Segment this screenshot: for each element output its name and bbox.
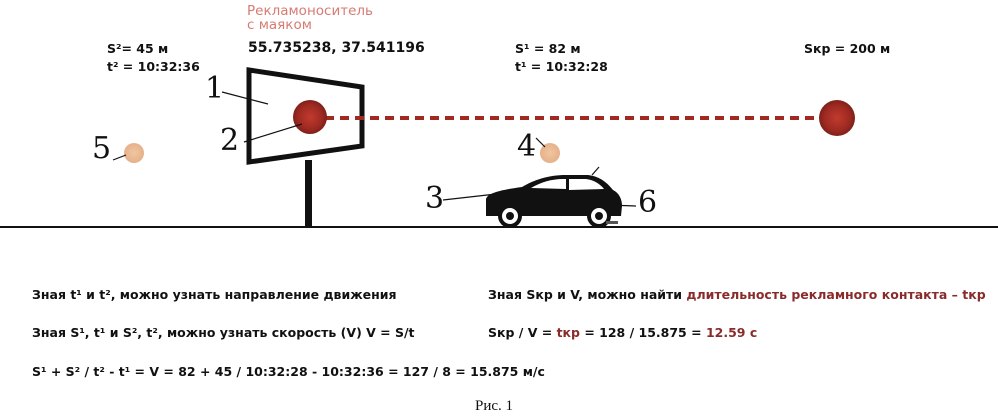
figure-caption: Рис. 1 bbox=[475, 398, 513, 415]
text-formula: S¹ + S² / t² - t¹ = V = 82 + 45 / 10:32:… bbox=[32, 364, 545, 379]
skr-label: Sкр = 200 м bbox=[804, 41, 890, 56]
leader-5 bbox=[113, 155, 126, 160]
text-formula-prefix: Sкр / V = bbox=[488, 325, 557, 340]
ref-number-2: 2 bbox=[220, 126, 239, 156]
text-formula-result: 12.59 с bbox=[706, 325, 757, 340]
billboard-coords: 55.735238, 37.541196 bbox=[248, 40, 425, 56]
beacon-dot bbox=[293, 100, 327, 134]
position-5-dot bbox=[124, 143, 144, 163]
ref-number-5: 5 bbox=[92, 134, 111, 164]
car-icon bbox=[486, 167, 622, 228]
s2-label: S²= 45 м bbox=[107, 41, 168, 56]
leader-4 bbox=[536, 138, 545, 147]
text-contact-accent: длительность рекламного контакта – tкр bbox=[686, 287, 985, 302]
critical-distance-dot bbox=[819, 100, 855, 136]
text-contact-formula: Sкр / V = tкр = 128 / 15.875 = 12.59 с bbox=[488, 325, 757, 340]
ref-number-3: 3 bbox=[425, 184, 444, 214]
s1-label: S¹ = 82 м bbox=[515, 41, 581, 56]
text-formula-tkr: tкр bbox=[557, 325, 580, 340]
billboard-caption-line2: с маяком bbox=[247, 18, 312, 33]
t2-label: t² = 10:32:36 bbox=[107, 59, 200, 74]
text-speed: Зная S¹, t¹ и S², t², можно узнать скоро… bbox=[32, 325, 415, 340]
t1-label: t¹ = 10:32:28 bbox=[515, 59, 608, 74]
text-direction: Зная t¹ и t², можно узнать направление д… bbox=[32, 287, 397, 302]
ref-number-4: 4 bbox=[517, 132, 536, 162]
text-contact-prefix: Зная Sкр и V, можно найти bbox=[488, 287, 686, 302]
billboard-pole bbox=[305, 160, 312, 227]
position-4-dot bbox=[540, 143, 560, 163]
text-contact-duration: Зная Sкр и V, можно найти длительность р… bbox=[488, 287, 986, 302]
ref-number-6: 6 bbox=[638, 188, 657, 218]
ref-number-1: 1 bbox=[205, 74, 224, 104]
text-formula-mid: = 128 / 15.875 = bbox=[580, 325, 706, 340]
car-device bbox=[606, 221, 618, 224]
